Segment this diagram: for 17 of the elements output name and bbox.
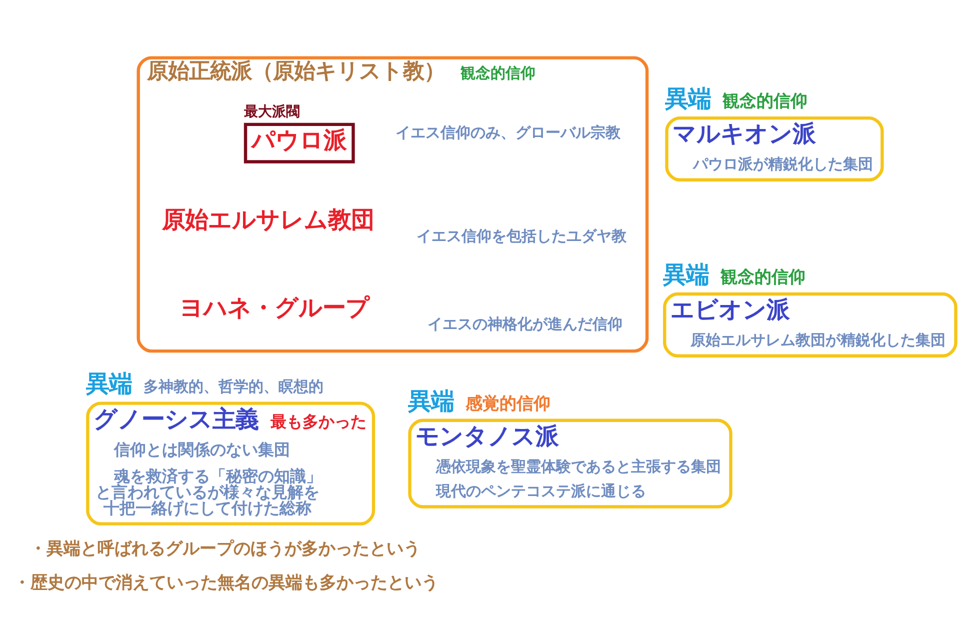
node-label: 最大派閥 — [243, 103, 300, 120]
node-label: 観念的信仰 — [722, 90, 808, 111]
node-box: モンタノス派 憑依現象を聖霊体験であると主張する集団 現代のペンテコステ派に通じる — [408, 418, 732, 508]
node-label: 異端 — [664, 84, 711, 112]
node-box: エビオン派 原始エルサレム教団が精鋭化した集団 — [662, 292, 957, 357]
node-label: 多神教的、哲学的、瞑想的 — [143, 377, 324, 396]
node-box: グノーシス主義 最も多かった 信仰とは関係のない集団 魂を救済する「秘密の知識」と言われているが様々な見解を十把一絡げにして付けた総称 — [86, 401, 375, 525]
node-label: 観念的信仰 — [720, 266, 806, 287]
node-label: 異端 — [86, 369, 132, 398]
node-label: 異端 — [662, 260, 709, 288]
node-box: パウロ派 — [243, 122, 354, 163]
label: ・歴史の中で消えていった無名の異端も多かったという — [13, 572, 438, 593]
node-label: 感覚的信仰 — [465, 393, 550, 414]
node-label: 異端 — [408, 386, 454, 414]
label: ・異端と呼ばれるグループのほうが多かったという — [29, 538, 420, 558]
node-box: マルキオン派 パウロ派が精鋭化した集団 — [664, 116, 884, 181]
node-label: イエス信仰のみ、グローバル宗教 — [394, 122, 620, 141]
